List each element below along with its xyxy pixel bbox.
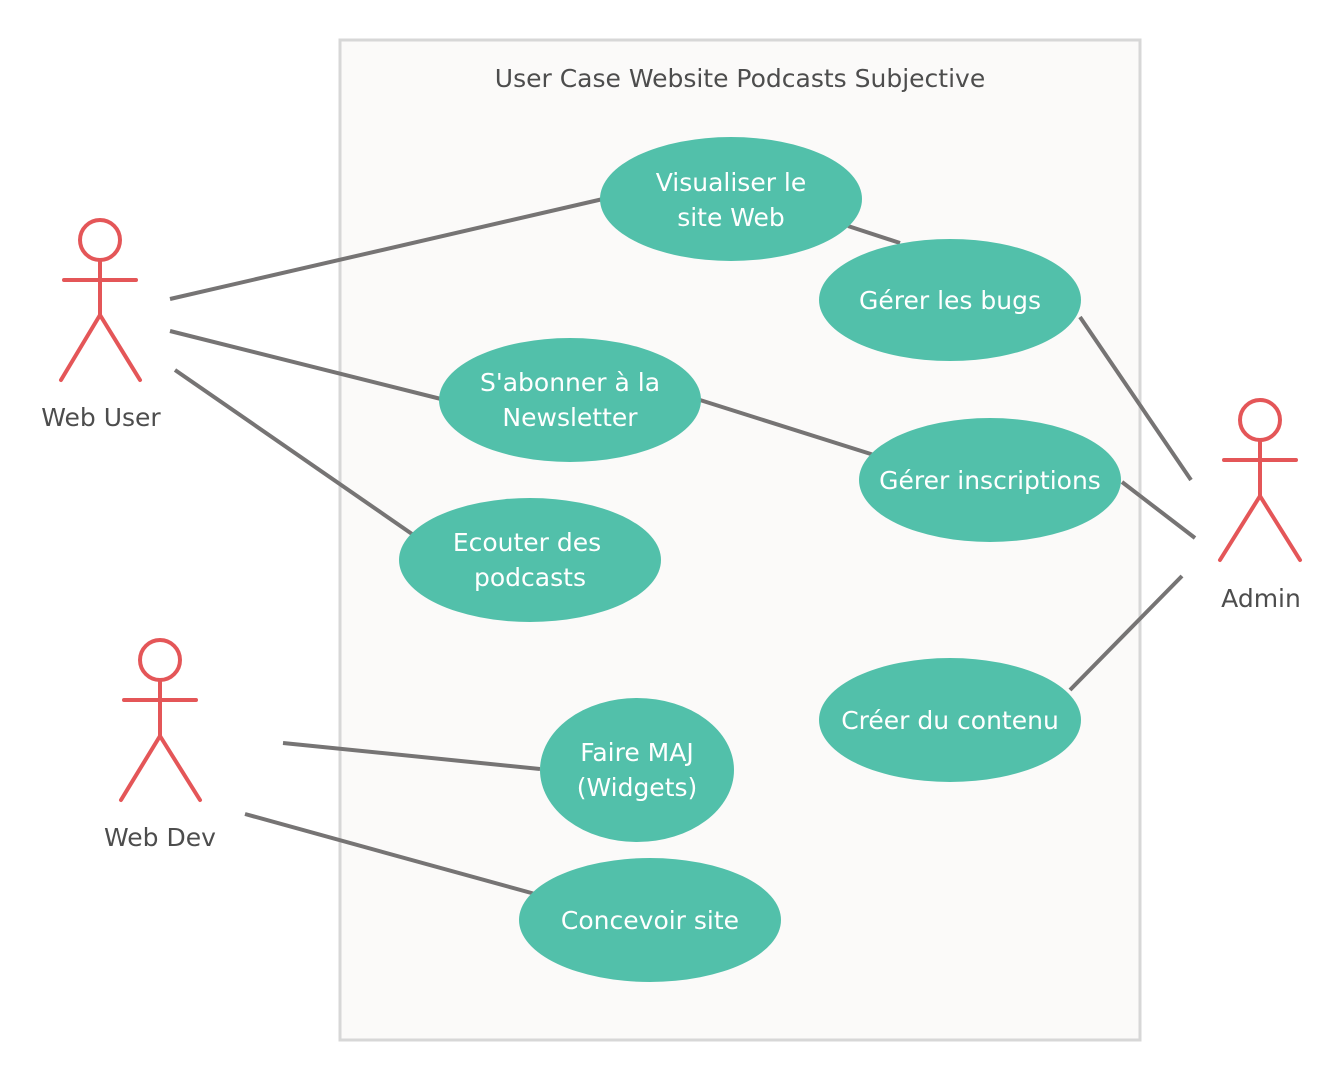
association-visualiser-bugs[interactable] (847, 224, 901, 245)
association-abonner-inscriptions[interactable] (699, 398, 875, 457)
usecase-visualiser-site-web[interactable]: Visualiser le site Web (600, 137, 862, 261)
usecase-visualiser-line-1: Visualiser le (656, 168, 807, 197)
usecase-gerer-bugs-label: Gérer les bugs (859, 286, 1041, 315)
diagram-title: User Case Website Podcasts Subjective (495, 64, 985, 93)
association-webdev-maj[interactable] (282, 741, 541, 771)
association-webuser-visualiser[interactable] (169, 197, 604, 301)
usecase-abonner-line-2: Newsletter (502, 403, 638, 432)
usecase-concevoir-label: Concevoir site (561, 906, 739, 935)
usecase-gerer-les-bugs[interactable]: Gérer les bugs (819, 239, 1081, 361)
usecase-sabonner-newsletter[interactable]: S'abonner à la Newsletter (439, 338, 701, 462)
actor-admin-label: Admin (1221, 584, 1301, 613)
actor-figure-icon (1218, 398, 1302, 562)
usecase-abonner-line-1: S'abonner à la (480, 368, 660, 397)
usecase-gerer-inscriptions[interactable]: Gérer inscriptions (859, 418, 1121, 542)
usecase-concevoir-site[interactable]: Concevoir site (519, 858, 781, 982)
usecase-faire-maj-widgets[interactable]: Faire MAJ (Widgets) (540, 698, 734, 842)
usecase-gerer-inscriptions-label: Gérer inscriptions (879, 466, 1101, 495)
actor-web-dev[interactable]: Web Dev (104, 638, 216, 852)
association-webuser-abonner[interactable] (169, 329, 442, 401)
association-admin-inscriptions[interactable] (1120, 480, 1197, 540)
association-admin-bugs[interactable] (1078, 315, 1193, 482)
actor-web-dev-label: Web Dev (104, 823, 216, 852)
usecase-creer-contenu-label: Créer du contenu (841, 706, 1059, 735)
association-admin-contenu[interactable] (1068, 574, 1184, 692)
actor-web-user[interactable]: Web User (41, 218, 161, 432)
actor-figure-icon (59, 218, 142, 382)
usecase-creer-contenu[interactable]: Créer du contenu (819, 658, 1081, 782)
usecase-visualiser-line-2: site Web (677, 203, 785, 232)
association-webuser-ecouter[interactable] (173, 368, 414, 536)
usecase-ecouter-line-1: Ecouter des (453, 528, 601, 557)
usecase-faire-maj-line-1: Faire MAJ (580, 738, 693, 767)
usecase-ecouter-podcasts[interactable]: Ecouter des podcasts (399, 498, 661, 622)
association-webdev-concevoir[interactable] (244, 812, 536, 896)
actor-web-user-label: Web User (41, 403, 161, 432)
associations (169, 197, 1197, 896)
actor-figure-icon (119, 638, 202, 802)
usecase-ecouter-line-2: podcasts (474, 563, 586, 592)
actor-admin[interactable]: Admin (1218, 398, 1302, 613)
usecase-faire-maj-line-2: (Widgets) (577, 773, 698, 802)
